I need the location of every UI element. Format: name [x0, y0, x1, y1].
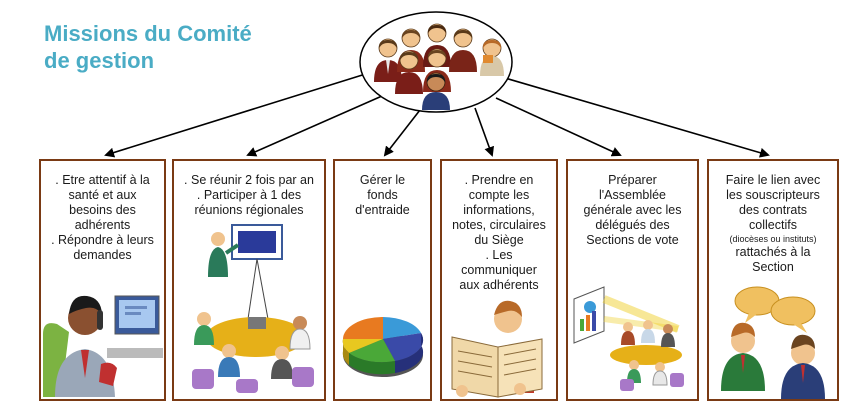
mission-line: Sections de vote [586, 233, 679, 247]
arrow-to-box-5 [495, 97, 622, 157]
assembly-illustration [573, 286, 684, 391]
mission-line: notes, circulaires [452, 218, 546, 232]
page-title: Missions du Comité de gestion [44, 20, 304, 74]
mission-line: Gérer le [359, 173, 406, 187]
mission-note: (diocèses ou instituts) [729, 234, 817, 244]
mission-line: aux adhérents [459, 278, 539, 292]
mission-box-information: . Prendre en compte les informations, no… [440, 159, 558, 401]
mission-line: . Etre attentif à la [55, 173, 150, 187]
mission-line: . Se réunir 2 fois par an [184, 173, 314, 187]
arrow-to-box-4 [474, 107, 494, 157]
mission-line: Faire le lien avec [725, 173, 821, 187]
mission-line: réunions régionales [194, 203, 304, 217]
arrow-to-box-6 [504, 77, 770, 158]
mission-line: . Répondre à leurs [51, 233, 154, 247]
mission-text: Préparer l'Assemblée générale avec les d… [574, 173, 691, 248]
mission-line: l'Assemblée [599, 188, 666, 202]
mission-line: délégués des [595, 218, 670, 232]
arrow-to-box-2 [246, 95, 383, 157]
newspaper-reader-illustration [451, 300, 543, 398]
mission-text: . Prendre en compte les informations, no… [448, 173, 550, 293]
pie-chart-illustration [342, 317, 424, 377]
mission-line: rattachés à la [735, 245, 811, 259]
mission-line: générale avec les [583, 203, 682, 217]
committee-group-icon [359, 11, 513, 113]
title-line-2: de gestion [44, 48, 155, 73]
mission-line: les souscripteurs [726, 188, 820, 202]
mission-line: . Les communiquer [461, 248, 537, 277]
mission-box-health: . Etre attentif à la santé et aux besoin… [39, 159, 166, 401]
phone-call-illustration [43, 295, 163, 397]
mission-line: Préparer [608, 173, 657, 187]
mission-line: besoins des [69, 203, 136, 217]
mission-line: santé et aux [68, 188, 137, 202]
mission-box-assembly: Préparer l'Assemblée générale avec les d… [566, 159, 699, 401]
meeting-illustration [192, 224, 314, 393]
mission-box-liaison: Faire le lien avec les souscripteurs des… [707, 159, 839, 401]
mission-line: Section [752, 260, 794, 274]
mission-text: . Se réunir 2 fois par an . Participer à… [180, 173, 318, 218]
mission-line: d'entraide [355, 203, 410, 217]
mission-line: compte les [468, 188, 530, 202]
mission-line: collectifs [749, 218, 797, 232]
mission-text: Faire le lien avec les souscripteurs des… [715, 173, 831, 275]
arrow-to-box-3 [383, 109, 421, 157]
discussion-illustration [721, 286, 825, 399]
mission-text: . Etre attentif à la santé et aux besoin… [47, 173, 158, 263]
mission-line: du Siège [474, 233, 524, 247]
mission-line: . Prendre en [464, 173, 534, 187]
mission-box-meetings: . Se réunir 2 fois par an . Participer à… [172, 159, 326, 401]
mission-line: informations, [463, 203, 535, 217]
mission-box-fund: Gérer le fonds d'entraide [333, 159, 432, 401]
mission-line: des contrats [738, 203, 808, 217]
mission-line: . Participer à 1 des [196, 188, 302, 202]
mission-text: Gérer le fonds d'entraide [341, 173, 424, 218]
mission-line: fonds [367, 188, 398, 202]
mission-line: demandes [73, 248, 132, 262]
title-line-1: Missions du Comité [44, 21, 252, 46]
mission-line: adhérents [74, 218, 131, 232]
arrow-to-box-1 [104, 71, 373, 158]
